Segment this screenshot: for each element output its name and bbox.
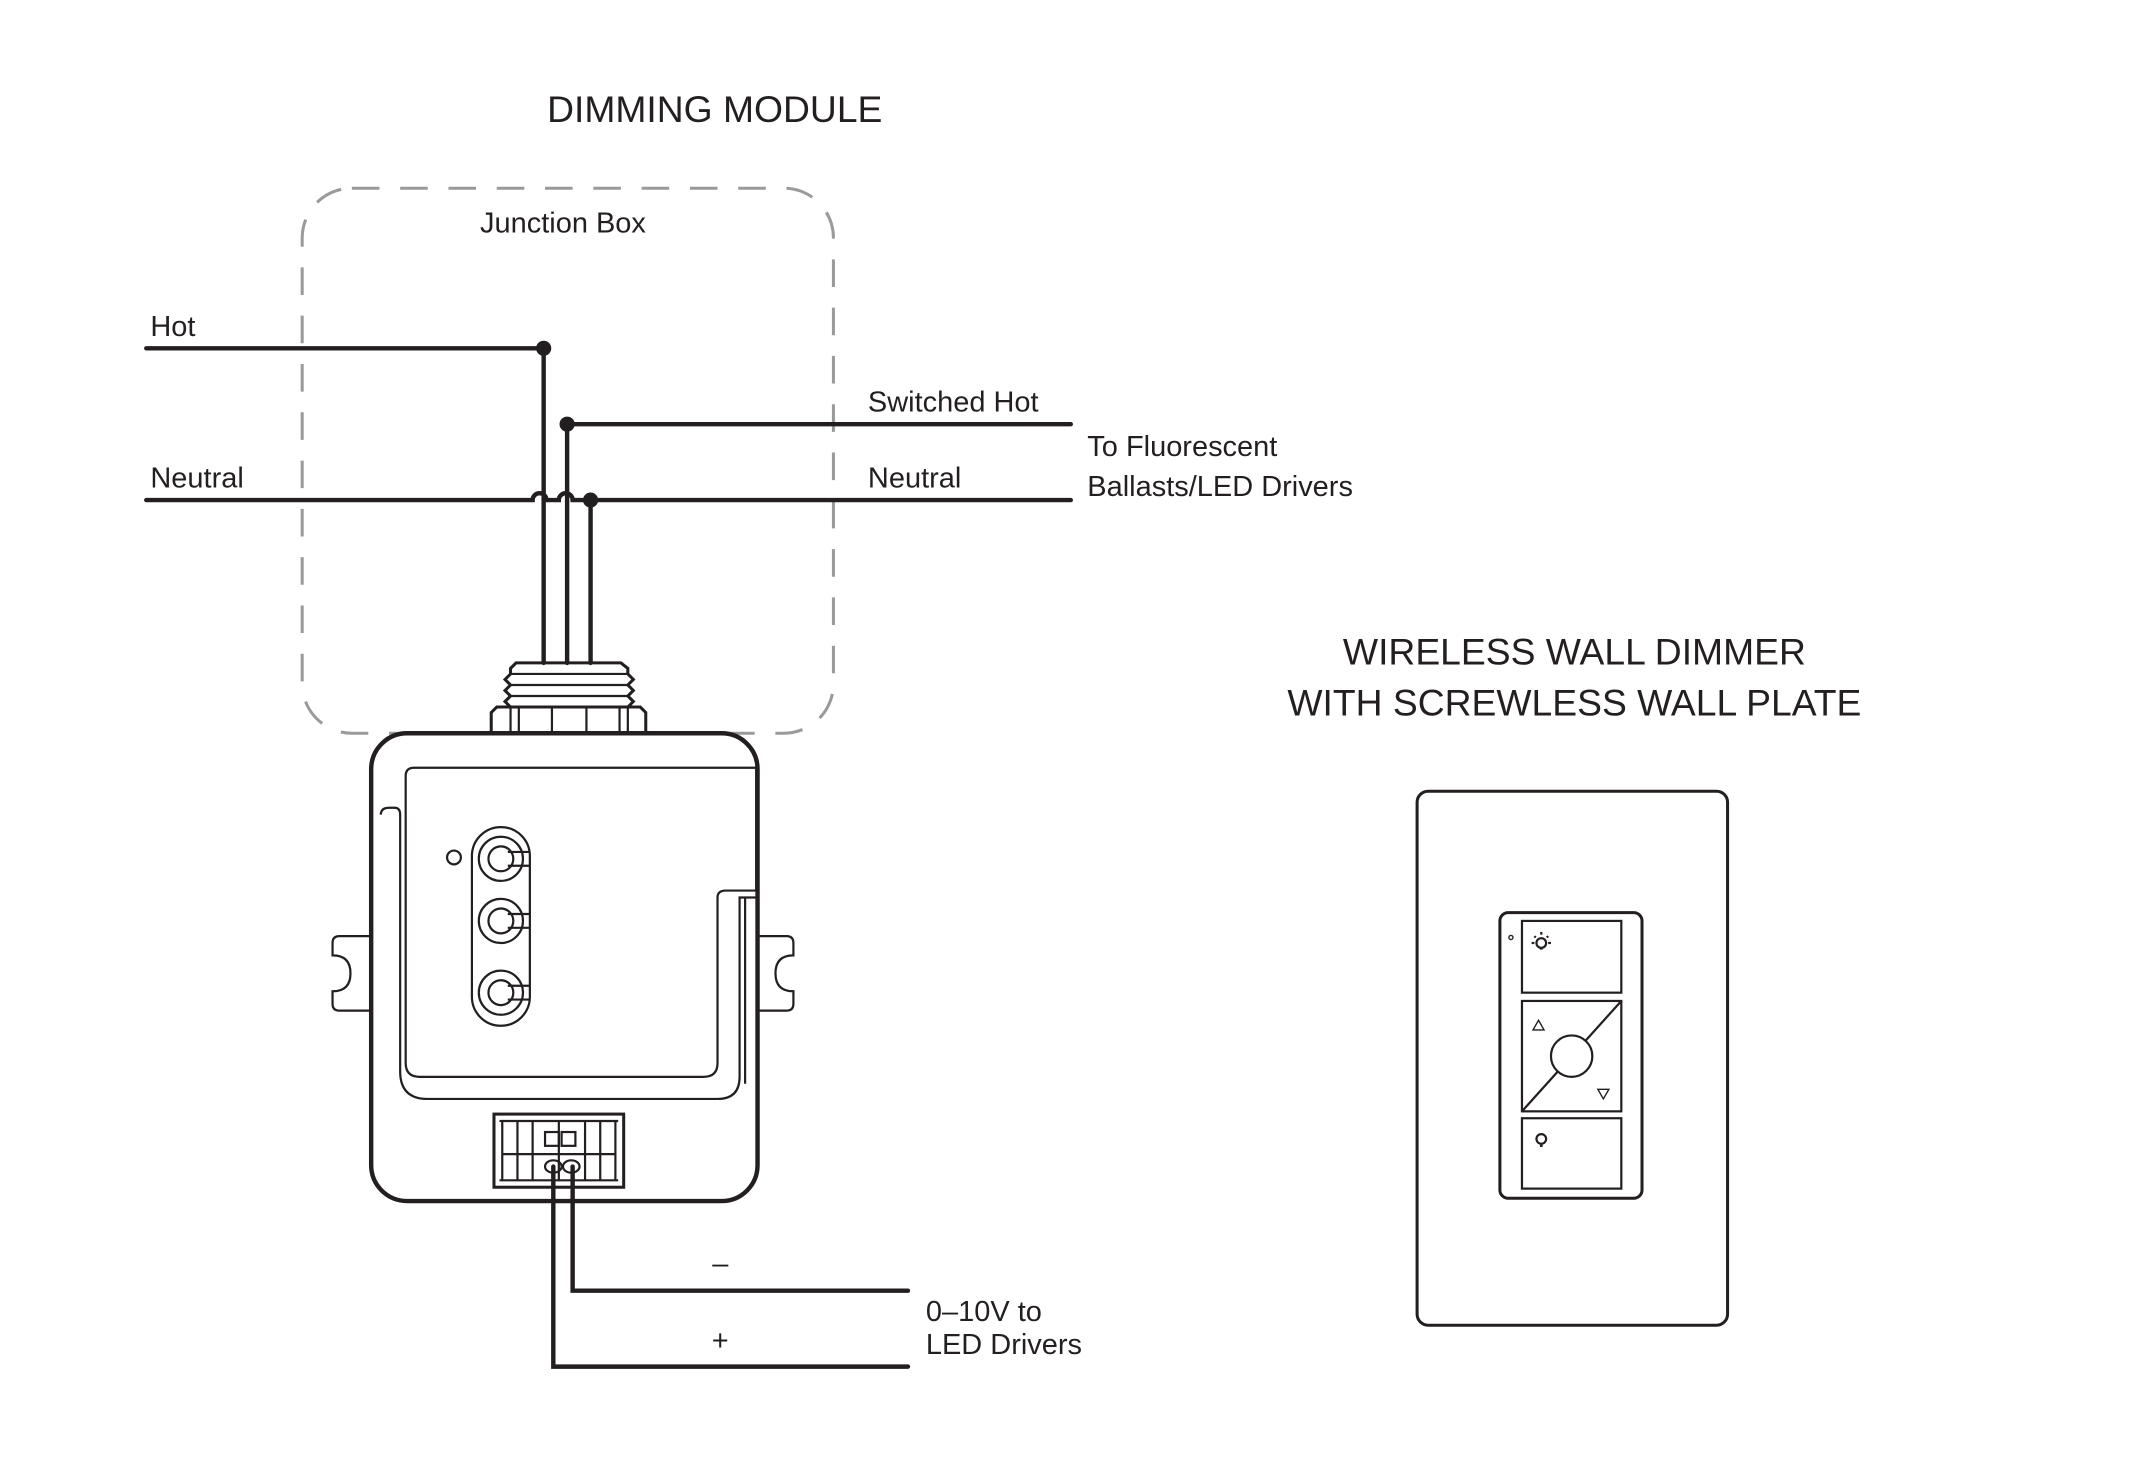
low-voltage-destination-line2: LED Drivers bbox=[926, 1329, 1082, 1361]
line-hot-wire: Hot bbox=[144, 311, 552, 356]
terminal-screw-3 bbox=[477, 969, 530, 1016]
minus-label: – bbox=[712, 1248, 729, 1280]
line-neutral-wire: Neutral bbox=[144, 463, 593, 503]
neutral-in-label: Neutral bbox=[150, 463, 243, 495]
raise-arrow-icon[interactable] bbox=[1531, 1018, 1546, 1031]
dim-minus-wire: – bbox=[570, 1164, 911, 1293]
dimming-module-title: DIMMING MODULE bbox=[547, 88, 882, 130]
terminal-screw-1 bbox=[477, 835, 530, 883]
status-led-icon bbox=[445, 849, 462, 866]
threaded-nipple bbox=[502, 661, 636, 709]
low-voltage-destination-line1: 0–10V to bbox=[926, 1296, 1042, 1328]
lock-nut bbox=[489, 705, 648, 735]
mounting-ear-left bbox=[331, 934, 372, 1012]
lower-arrow-icon[interactable] bbox=[1596, 1088, 1611, 1101]
on-button[interactable] bbox=[1520, 919, 1623, 994]
junction-box-label: Junction Box bbox=[480, 207, 646, 239]
switched-hot-label: Switched Hot bbox=[868, 387, 1039, 419]
dimmer-control bbox=[1498, 911, 1644, 1200]
light-bulb-off-icon bbox=[1535, 1133, 1548, 1147]
junction-box: Junction Box bbox=[300, 186, 835, 735]
screw-terminal-strip bbox=[470, 825, 531, 1027]
status-indicator-icon bbox=[1508, 934, 1514, 941]
switched-hot-wire: Switched Hot bbox=[559, 387, 1073, 432]
wall-dimmer-title-line1: WIRELESS WALL DIMMER bbox=[1343, 630, 1806, 672]
load-destination-line1: To Fluorescent bbox=[1087, 431, 1277, 463]
low-voltage-connector bbox=[492, 1112, 626, 1189]
off-button[interactable] bbox=[1520, 1117, 1623, 1190]
dim-plus-wire: + bbox=[551, 1164, 911, 1369]
load-destination-line2: Ballasts/LED Drivers bbox=[1087, 471, 1353, 503]
dimming-module-body bbox=[331, 731, 795, 1204]
light-bulb-on-icon bbox=[1531, 931, 1551, 950]
raise-lower-button[interactable] bbox=[1520, 999, 1623, 1113]
neutral-out-label: Neutral bbox=[868, 463, 961, 495]
load-neutral-wire: Neutral bbox=[582, 463, 1073, 508]
wall-plate bbox=[1415, 789, 1730, 1327]
mounting-ear-right bbox=[757, 934, 795, 1012]
center-dial[interactable] bbox=[1549, 1034, 1594, 1078]
module-leads bbox=[541, 346, 593, 666]
wall-dimmer-title-line2: WITH SCREWLESS WALL PLATE bbox=[1287, 681, 1861, 723]
terminal-screw-2 bbox=[477, 897, 530, 945]
plus-label: + bbox=[712, 1325, 729, 1357]
hot-label: Hot bbox=[150, 311, 195, 343]
